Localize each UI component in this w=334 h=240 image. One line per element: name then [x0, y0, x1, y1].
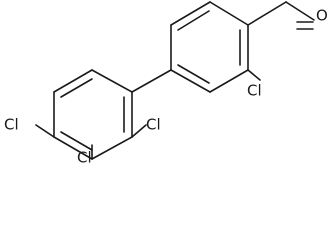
bond-ringA-4 [209, 69, 249, 93]
ring-a-chlorine-label: Cl [247, 82, 262, 100]
bond-ch2 [247, 1, 287, 26]
bond-ringB-chlorine-2 [131, 124, 147, 138]
bond-ringB-4 [53, 136, 93, 160]
bond-ringB-1 [91, 69, 133, 93]
bond-ringA-chlorine [247, 69, 261, 81]
bond-ringA-2 [209, 1, 249, 26]
bond-ch2-cho [285, 1, 315, 21]
bond-ringB-5 [91, 136, 133, 160]
bond-ringB-2 [53, 69, 93, 93]
chemical-structure: O Cl Cl Cl Cl [4, 1, 328, 167]
bond-ringA-1 [170, 1, 211, 26]
bond-ringB-chlorine-4 [35, 124, 55, 138]
bond-ringA-inner-1 [177, 10, 210, 31]
ring-b-chlorine-4-label: Cl [4, 116, 19, 134]
aldehyde-oxygen-label: O [316, 7, 328, 25]
bond-ringB-inner-1 [60, 78, 93, 98]
ring-b-chlorine-2-label: Cl [146, 116, 161, 134]
bond-biaryl [131, 69, 172, 93]
bond-ringB-inner-2 [60, 131, 93, 151]
bond-ringA-5 [170, 69, 211, 93]
ring-a [170, 1, 249, 93]
bond-ringA-inner-3 [177, 64, 210, 84]
ring-b-chlorine-3-label: Cl [77, 149, 92, 167]
ring-b [53, 69, 133, 160]
